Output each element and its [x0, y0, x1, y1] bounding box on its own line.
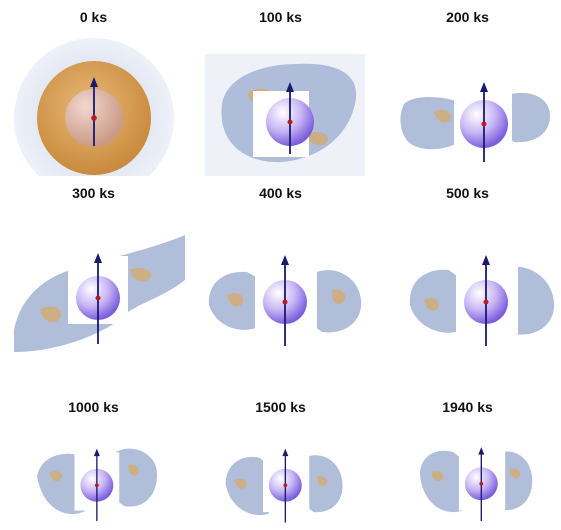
warm-gas: [307, 131, 328, 146]
panel-time-label: 100 ks: [259, 9, 302, 25]
warm-gas: [40, 306, 61, 323]
right-lobe: [113, 448, 158, 507]
warm-gas: [434, 109, 451, 123]
spin-arrowhead-icon: [482, 255, 490, 265]
panel-1000ks: 1000 ks: [0, 352, 187, 530]
panel-400ks: 400 ks: [187, 176, 374, 352]
panel-200ks: 200 ks: [374, 0, 561, 176]
left-lobe: [420, 450, 465, 513]
snapshot-figure: [208, 255, 362, 346]
core-dot: [94, 483, 99, 488]
spin-arrowhead-icon: [94, 253, 102, 263]
snapshot-figure: [205, 54, 365, 176]
left-lobe: [400, 97, 459, 150]
core-dot: [91, 115, 97, 121]
right-lobe: [504, 92, 550, 143]
spin-arrowhead-icon: [281, 255, 289, 265]
panel-time-label: 300 ks: [72, 185, 115, 201]
warm-gas: [431, 471, 444, 482]
snapshot-figure: [14, 235, 185, 352]
spin-arrowhead-icon: [478, 447, 485, 455]
panel-time-label: 500 ks: [446, 185, 489, 201]
panel-1940ks: 1940 ks: [374, 352, 561, 530]
warm-gas: [234, 478, 247, 489]
snapshot-figure: [400, 82, 550, 162]
panel-time-label: 1500 ks: [255, 399, 306, 415]
panel-300ks: 300 ks: [0, 176, 187, 352]
warm-gas: [316, 475, 328, 487]
panel-1500ks: 1500 ks: [187, 352, 374, 530]
core-dot: [479, 481, 484, 486]
panel-time-label: 0 ks: [79, 9, 108, 25]
spin-arrowhead-icon: [480, 82, 488, 92]
core-dot: [282, 299, 288, 305]
core-dot: [287, 119, 293, 125]
core-dot: [95, 295, 101, 301]
spin-arrowhead-icon: [93, 448, 100, 457]
warm-gas: [49, 471, 63, 482]
spin-arrowhead-icon: [286, 82, 294, 92]
panel-time-label: 200 ks: [446, 9, 489, 25]
panel-time-label: 400 ks: [259, 185, 302, 201]
snapshot-figure: [14, 38, 174, 176]
snapshot-figure: [409, 255, 555, 346]
snapshot-figure: [420, 447, 533, 522]
panel-100ks: 100 ks: [187, 0, 374, 176]
warm-gas: [424, 297, 439, 311]
panel-time-label: 1940 ks: [442, 399, 493, 415]
panel-time-label: 1000 ks: [68, 399, 119, 415]
spin-arrowhead-icon: [282, 448, 289, 457]
warm-gas: [331, 289, 346, 304]
warm-gas: [128, 464, 139, 476]
snapshot-figure: [37, 448, 158, 522]
spin-arrowhead-icon: [90, 77, 98, 87]
warm-gas: [130, 267, 151, 282]
core-dot: [481, 121, 487, 127]
left-lobe: [225, 456, 269, 516]
core-dot: [283, 483, 288, 488]
snapshot-figure: [225, 448, 343, 523]
panel-0ks: 0 ks: [0, 0, 187, 176]
panel-500ks: 500 ks: [374, 176, 561, 352]
warm-gas: [509, 468, 521, 479]
core-dot: [483, 299, 489, 305]
warm-gas: [227, 293, 244, 307]
